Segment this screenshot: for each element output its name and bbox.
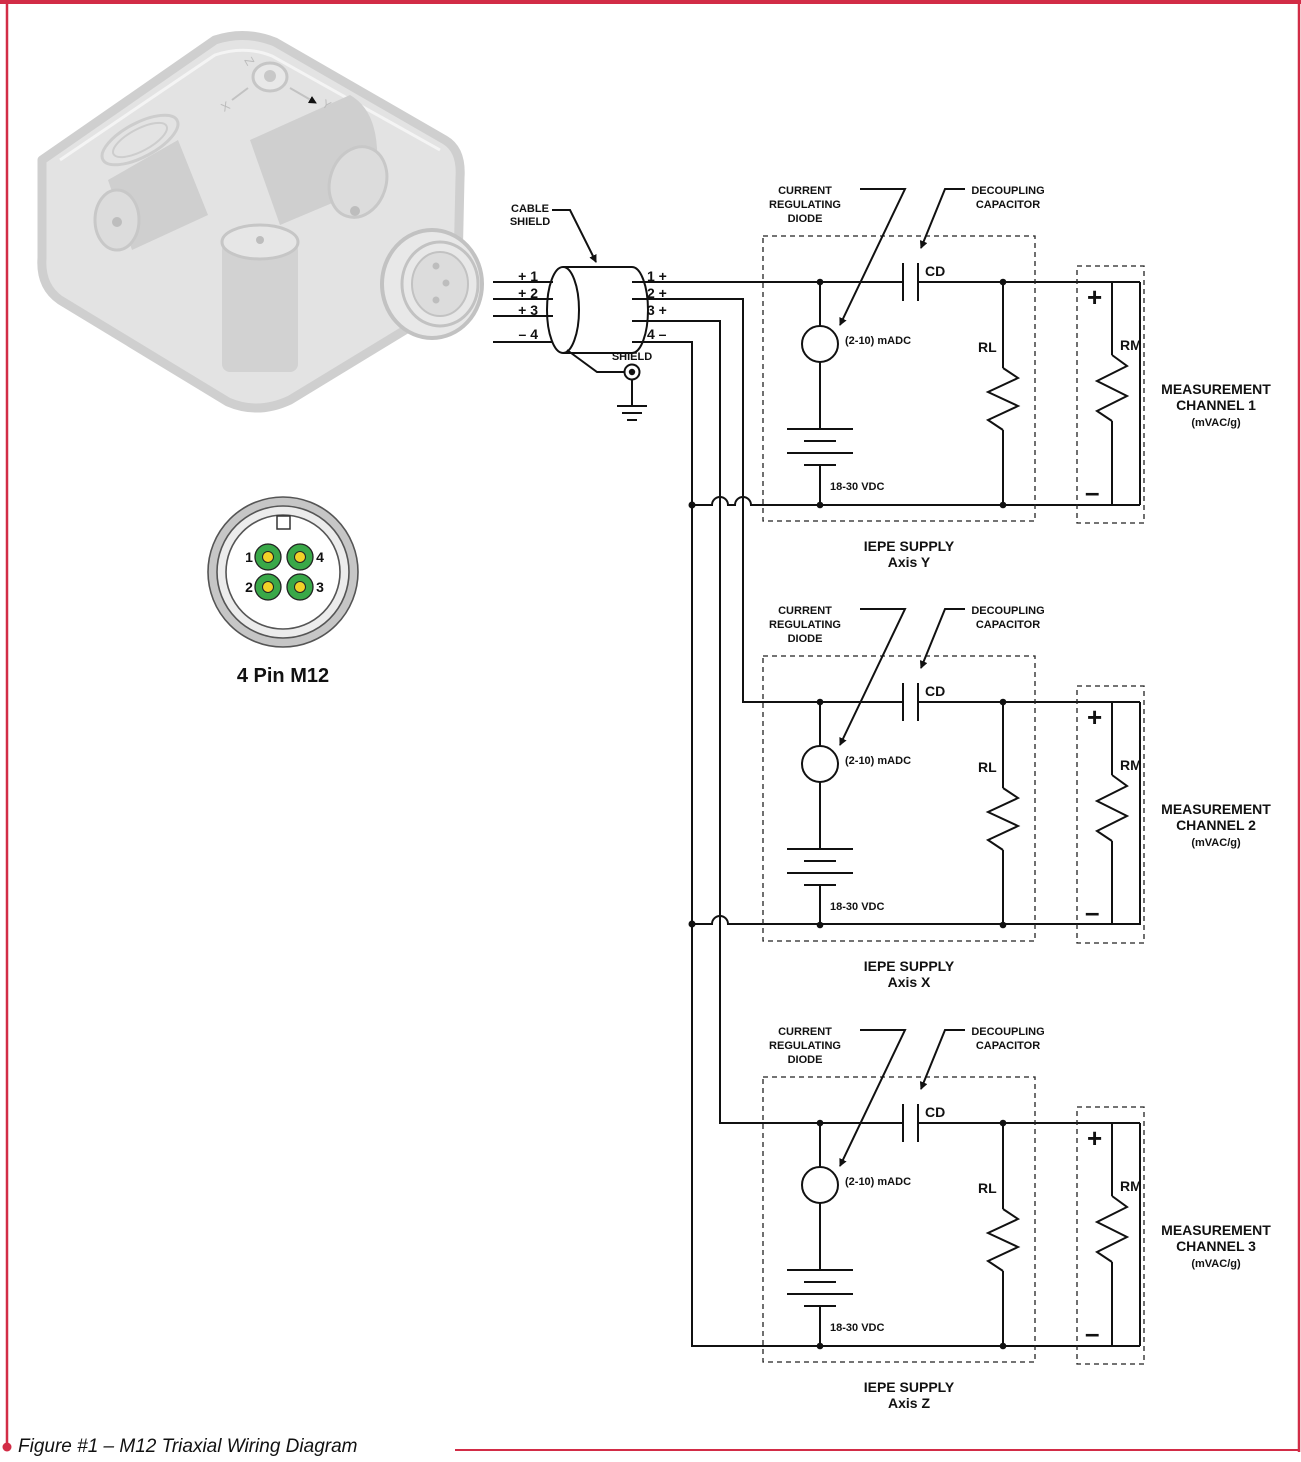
- pin-in-4: – 4: [519, 326, 539, 342]
- current-label: (2-10) mADC: [845, 1176, 911, 1188]
- rm-label: RM: [1120, 757, 1142, 773]
- rl-label: RL: [978, 1180, 997, 1196]
- crd-label-2: REGULATING: [769, 199, 841, 211]
- pin-3: [286, 573, 314, 601]
- channel-label-1: MEASUREMENT: [1161, 801, 1271, 817]
- shield-terminal-label: SHIELD: [612, 351, 652, 363]
- rl-label: RL: [978, 759, 997, 775]
- current-label: (2-10) mADC: [845, 335, 911, 347]
- current-regulating-diode: [801, 745, 839, 783]
- cable-shield-label-1: CABLE: [511, 203, 549, 215]
- minus-label: –: [1085, 897, 1099, 927]
- pin-in-1: + 1: [518, 268, 538, 284]
- resistor-rl: [985, 367, 1021, 431]
- cap-label-2: CAPACITOR: [976, 619, 1040, 631]
- supply-label: IEPE SUPPLY: [864, 538, 955, 554]
- pin-4-label: 4: [316, 549, 324, 565]
- supply-axis-label: Axis Y: [888, 554, 931, 570]
- crd-label-3: DIODE: [788, 633, 823, 645]
- voltage-label: 18-30 VDC: [830, 901, 884, 913]
- resistor-rl: [985, 787, 1021, 851]
- crd-label-1: CURRENT: [778, 185, 832, 197]
- pin-3-label: 3: [316, 579, 324, 595]
- crd-label-2: REGULATING: [769, 1040, 841, 1052]
- pin-out-4: 4 –: [647, 326, 667, 342]
- iepe-block-axis-x: CURRENT REGULATING DIODE DECOUPLING CAPA…: [762, 605, 1271, 990]
- triaxial-sensor-illustration: X Y Z: [37, 31, 484, 413]
- current-regulating-diode: [801, 1166, 839, 1204]
- crd-label-1: CURRENT: [778, 1026, 832, 1038]
- cap-label-2: CAPACITOR: [976, 199, 1040, 211]
- channel-label-2: CHANNEL 2: [1176, 817, 1256, 833]
- resistor-rm: [1094, 354, 1130, 422]
- plus-label: +: [1087, 282, 1102, 312]
- channel-label-3: (mVAC/g): [1191, 1258, 1241, 1270]
- supply-label: IEPE SUPPLY: [864, 958, 955, 974]
- output-wiring: [632, 281, 1140, 1347]
- resistor-rl: [985, 1208, 1021, 1272]
- m12-connector-face: 1 4 2 3 4 Pin M12: [207, 496, 359, 687]
- minus-label: –: [1085, 477, 1099, 507]
- rm-label: RM: [1120, 1178, 1142, 1194]
- supply-label: IEPE SUPPLY: [864, 1379, 955, 1395]
- channel-label-2: CHANNEL 3: [1176, 1238, 1256, 1254]
- pin-in-3: + 3: [518, 302, 538, 318]
- crd-label-3: DIODE: [788, 1054, 823, 1066]
- supply-axis-label: Axis X: [888, 974, 931, 990]
- iepe-block-axis-y: CURRENT REGULATING DIODE DECOUPLING CAPA…: [762, 185, 1271, 570]
- pin-out-1: 1 +: [647, 268, 667, 284]
- cap-label-2: CAPACITOR: [976, 1040, 1040, 1052]
- current-regulating-diode: [801, 325, 839, 363]
- cable-section: + 1 + 2 + 3 – 4 1 + 2 + 3 + 4 – CABLE SH…: [493, 203, 667, 421]
- pin-2: [254, 573, 282, 601]
- pin-out-2: 2 +: [647, 285, 667, 301]
- channel-label-1: MEASUREMENT: [1161, 381, 1271, 397]
- pin-out-3: 3 +: [647, 302, 667, 318]
- voltage-label: 18-30 VDC: [830, 481, 884, 493]
- pin-2-label: 2: [245, 579, 253, 595]
- resistor-rm: [1094, 1195, 1130, 1263]
- channel-label-1: MEASUREMENT: [1161, 1222, 1271, 1238]
- rm-label: RM: [1120, 337, 1142, 353]
- rl-label: RL: [978, 339, 997, 355]
- iepe-block-axis-z: CURRENT REGULATING DIODE DECOUPLING CAPA…: [762, 1026, 1271, 1411]
- channel-label-2: CHANNEL 1: [1176, 397, 1256, 413]
- plus-label: +: [1087, 1123, 1102, 1153]
- current-label: (2-10) mADC: [845, 755, 911, 767]
- crd-label-2: REGULATING: [769, 619, 841, 631]
- channel-label-3: (mVAC/g): [1191, 417, 1241, 429]
- resistor-rm: [1094, 774, 1130, 842]
- cd-label: CD: [925, 683, 945, 699]
- cap-label-1: DECOUPLING: [971, 1026, 1044, 1038]
- cd-label: CD: [925, 1104, 945, 1120]
- cd-label: CD: [925, 263, 945, 279]
- voltage-label: 18-30 VDC: [830, 1322, 884, 1334]
- figure-caption: Figure #1 – M12 Triaxial Wiring Diagram: [18, 1436, 358, 1457]
- pin-1-label: 1: [245, 549, 253, 565]
- supply-axis-label: Axis Z: [888, 1395, 930, 1411]
- cap-label-1: DECOUPLING: [971, 185, 1044, 197]
- channel-label-3: (mVAC/g): [1191, 837, 1241, 849]
- cap-label-1: DECOUPLING: [971, 605, 1044, 617]
- pin-in-2: + 2: [518, 285, 538, 301]
- pin-1: [254, 543, 282, 571]
- minus-label: –: [1085, 1318, 1099, 1348]
- iepe-supply-box: [762, 655, 1036, 942]
- plus-label: +: [1087, 702, 1102, 732]
- crd-label-3: DIODE: [788, 213, 823, 225]
- iepe-supply-box: [762, 1076, 1036, 1363]
- connector-title: 4 Pin M12: [237, 665, 329, 687]
- crd-label-1: CURRENT: [778, 605, 832, 617]
- iepe-supply-box: [762, 235, 1036, 522]
- pin-4: [286, 543, 314, 571]
- cable-shield-label-2: SHIELD: [510, 216, 550, 228]
